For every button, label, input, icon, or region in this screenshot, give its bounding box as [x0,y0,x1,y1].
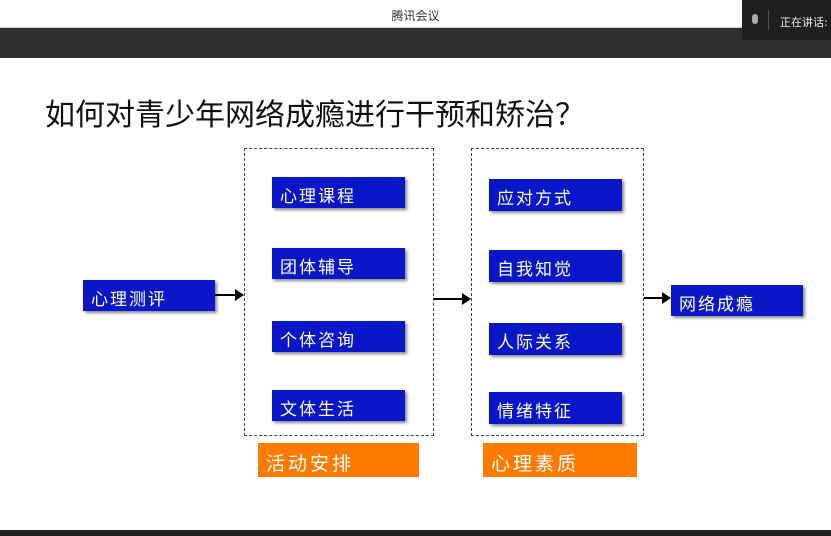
output-box: 网络成瘾 [671,285,803,316]
quality-box: 应对方式 [489,179,622,211]
quality-box: 自我知觉 [489,250,622,282]
arrow-icon [215,289,244,301]
qualities-group [471,148,644,436]
bottom-bar [0,530,831,536]
quality-box: 情绪特征 [489,392,622,424]
activity-box: 团体辅导 [272,248,405,279]
arrow-icon [434,293,471,305]
input-box: 心理测评 [83,280,215,311]
arrow-icon [644,292,671,304]
activity-box: 文体生活 [272,390,405,421]
qualities-label: 心理素质 [483,443,637,477]
title-bar: 腾讯会议 [0,0,831,28]
divider [768,10,769,30]
speaking-label: 正在讲话: [780,16,828,29]
quality-box: 人际关系 [489,323,622,355]
app-title: 腾讯会议 [391,9,440,23]
microphone-icon [752,14,758,24]
toolbar [0,28,831,58]
speaking-indicator: 正在讲话: [742,0,831,40]
activity-box: 个体咨询 [272,321,405,352]
activity-box: 心理课程 [272,177,405,208]
activities-label: 活动安排 [258,443,419,477]
shared-slide: 如何对青少年网络成瘾进行干预和矫治？ 心理测评 心理课程 团体辅导 个体咨询 文… [0,58,831,530]
activities-group [244,148,434,436]
slide-title: 如何对青少年网络成瘾进行干预和矫治？ [45,98,585,133]
